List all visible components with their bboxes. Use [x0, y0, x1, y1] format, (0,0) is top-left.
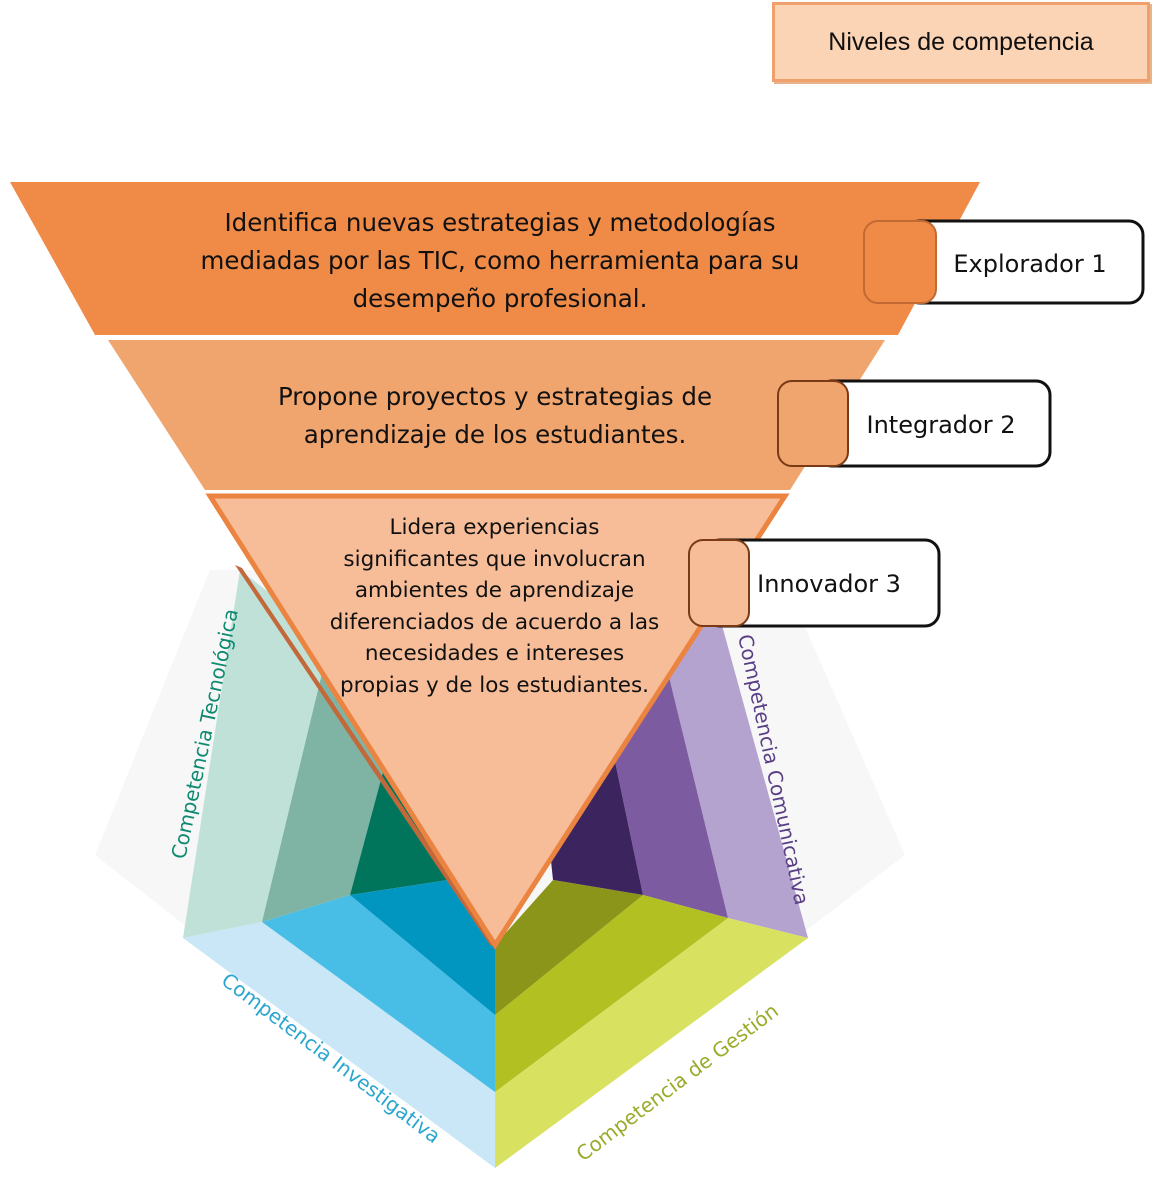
legend-title: Niveles de competencia: [828, 27, 1094, 56]
level-3-callout-tab: [688, 539, 750, 627]
gestion-inner: [495, 880, 643, 1015]
tecnologica-outer: [183, 570, 330, 938]
level-1-description: Identifica nuevas estrategias y metodolo…: [200, 208, 800, 313]
gestion-mid: [495, 895, 728, 1092]
legend-title-box: Niveles de competencia: [772, 2, 1150, 82]
level-3-description: Lidera experiencias significantes que in…: [329, 515, 660, 698]
level-2-description: Propone proyectos y estrategias de apren…: [277, 382, 713, 449]
level-2-band: [108, 340, 885, 490]
gestion-outer: [495, 918, 808, 1168]
level-1-callout-tab: [863, 220, 937, 304]
investigativa-mid: [262, 895, 495, 1092]
investigativa-outer: [183, 922, 495, 1168]
level-3-label: Innovador 3: [757, 570, 901, 598]
level-2-callout-tab: [777, 380, 849, 467]
level-3-triangle: [205, 493, 790, 950]
level-2-label: Integrador 2: [866, 411, 1016, 439]
investigativa-inner: [350, 880, 495, 1015]
level-1-band: [10, 182, 980, 335]
level-1-label: Explorador 1: [953, 250, 1107, 278]
level-3-shadow: [235, 565, 498, 948]
comunicativa-outer: [660, 618, 808, 938]
